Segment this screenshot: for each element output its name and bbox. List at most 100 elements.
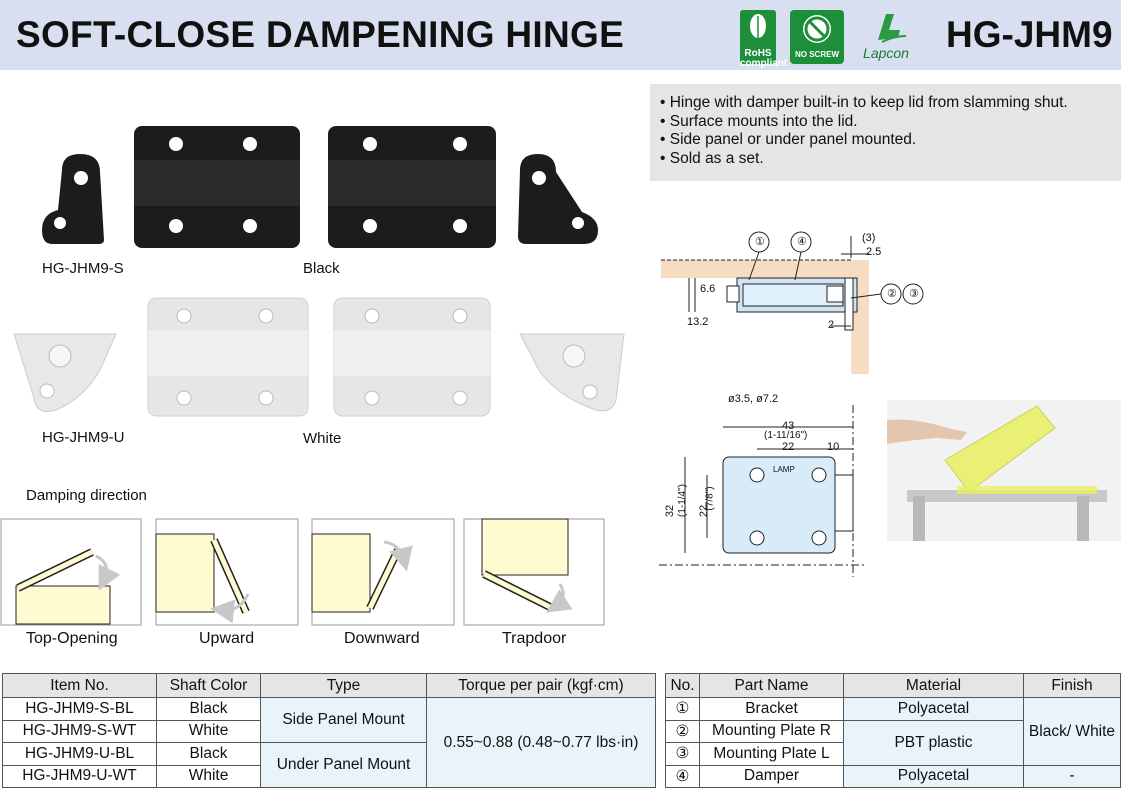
finish-cell: - (1023, 764, 1121, 788)
damping-label-upward: Upward (199, 630, 255, 647)
col-finish: Finish (1023, 673, 1121, 698)
spec-table: Item No. Shaft Color Type Torque per pai… (2, 673, 656, 788)
damping-label-trapdoor: Trapdoor (502, 630, 567, 647)
table-row: ③ Mounting Plate L (665, 742, 1121, 766)
dim-6-6: 6.6 (700, 283, 716, 295)
finish-cell: Black/ White (1023, 697, 1121, 766)
torque-cell: 0.55~0.88 (0.48~0.77 lbs·in) (426, 697, 656, 788)
table-row: HG-JHM9-U-WT White (2, 764, 656, 788)
feature-item: Sold as a set. (660, 150, 1121, 169)
side-section-drawing (661, 231, 924, 374)
item-cell: HG-JHM9-S-WT (2, 719, 157, 743)
black-bracket-right (518, 154, 598, 244)
col-torque: Torque per pair (kgf·cm) (426, 673, 656, 698)
no-screw-icon: NO SCREW (790, 10, 844, 64)
part-name-cell: Bracket (699, 697, 844, 721)
col-part-name: Part Name (699, 673, 844, 698)
white-hinge-plate-right (333, 297, 491, 417)
material-cell: Polyacetal (843, 697, 1024, 721)
dim-32: 32 (664, 504, 677, 518)
col-material: Material (843, 673, 1024, 698)
lapcon-label: Lapcon (863, 45, 909, 61)
part-marking: LAMP (773, 465, 795, 474)
no-cell: ② (665, 719, 700, 743)
dim-10: 10 (827, 441, 840, 453)
feature-item: Surface mounts into the lid. (660, 113, 1121, 132)
table-row: HG-JHM9-S-WT White (2, 719, 656, 743)
lapcon-logo: Lapcon (856, 10, 916, 64)
product-photos (13, 126, 625, 417)
s-model-label: HG-JHM9-S (42, 260, 124, 277)
dim-43-inch: (1-11/16") (764, 430, 808, 441)
color-cell: White (156, 719, 261, 743)
page-title: SOFT-CLOSE DAMPENING HINGE (16, 14, 625, 55)
damping-heading: Damping direction (26, 487, 147, 504)
item-cell: HG-JHM9-U-BL (2, 742, 157, 766)
feature-item: Side panel or under panel mounted. (660, 131, 1121, 150)
no-cell: ③ (665, 742, 700, 766)
damping-label-top-opening: Top-Opening (26, 630, 118, 647)
black-color-label: Black (303, 260, 340, 277)
table-row: HG-JHM9-U-BL Black Under Panel Mount (2, 742, 656, 788)
callout-4: ④ (797, 236, 807, 248)
white-bracket-right (519, 333, 625, 412)
color-cell: Black (156, 697, 261, 721)
dim-32-inch: (1-1/4") (677, 483, 689, 518)
dim-22-inch: (7/8") (704, 486, 716, 511)
trapdoor-diagram (463, 518, 605, 626)
part-name-cell: Mounting Plate L (699, 742, 844, 766)
callout-1: ① (755, 236, 765, 248)
material-cell: PBT plastic (843, 719, 1024, 766)
color-cell: Black (156, 742, 261, 766)
callout-3: ③ (909, 288, 919, 300)
table-row: ② Mounting Plate R PBT plastic (665, 719, 1121, 766)
col-no: No. (665, 673, 700, 698)
black-hinge-plate-left (134, 126, 300, 248)
damping-diagrams (0, 518, 605, 626)
table-row: HG-JHM9-S-BL Black Side Panel Mount 0.55… (2, 697, 656, 788)
col-shaft-color: Shaft Color (156, 673, 261, 698)
no-cell: ④ (665, 764, 700, 788)
type-cell: Under Panel Mount (260, 742, 427, 788)
color-cell: White (156, 764, 261, 788)
table-row: ① Bracket Polyacetal Black/ White (665, 697, 1121, 766)
hole-dimension: ø3.5, ø7.2 (728, 393, 779, 405)
damping-label-downward: Downward (344, 630, 420, 647)
black-bracket-left (42, 154, 104, 244)
dim-3: (3) (862, 232, 876, 244)
dim-22: 22 (782, 441, 795, 453)
header-bar (0, 0, 1121, 70)
item-cell: HG-JHM9-U-WT (2, 764, 157, 788)
white-color-label: White (303, 430, 342, 447)
parts-table: No. Part Name Material Finish ① Bracket … (665, 673, 1121, 788)
rohs-compliant-icon: RoHS compliant (740, 10, 787, 69)
callout-2: ② (887, 288, 897, 300)
top-opening-diagram (0, 518, 142, 626)
part-name-cell: Mounting Plate R (699, 719, 844, 743)
table-row: ④ Damper Polyacetal - (665, 764, 1121, 788)
dim-13-2: 13.2 (687, 316, 709, 328)
dim-43: 43 (782, 420, 795, 432)
downward-diagram (311, 518, 455, 626)
material-cell: Polyacetal (843, 764, 1024, 788)
white-hinge-plate-left (147, 297, 309, 417)
no-cell: ① (665, 697, 700, 721)
no-screw-label: NO SCREW (795, 50, 839, 59)
dim-2-5: 2.5 (866, 246, 882, 258)
col-item-no: Item No. (2, 673, 157, 698)
rohs-label: RoHS compliant (740, 48, 788, 69)
black-hinge-plate-right (328, 126, 496, 248)
col-type: Type (260, 673, 427, 698)
upward-diagram (155, 518, 299, 626)
model-number: HG-JHM9 (946, 14, 1113, 55)
front-drawing (659, 405, 865, 577)
type-cell: Side Panel Mount (260, 697, 427, 743)
feature-item: Hinge with damper built-in to keep lid f… (660, 94, 1121, 113)
item-cell: HG-JHM9-S-BL (2, 697, 157, 721)
feature-list: Hinge with damper built-in to keep lid f… (650, 84, 1121, 181)
part-name-cell: Damper (699, 764, 844, 788)
dim-2: 2 (828, 319, 835, 331)
application-photo (887, 400, 1121, 541)
white-bracket-left (13, 333, 117, 412)
u-model-label: HG-JHM9-U (42, 429, 125, 446)
